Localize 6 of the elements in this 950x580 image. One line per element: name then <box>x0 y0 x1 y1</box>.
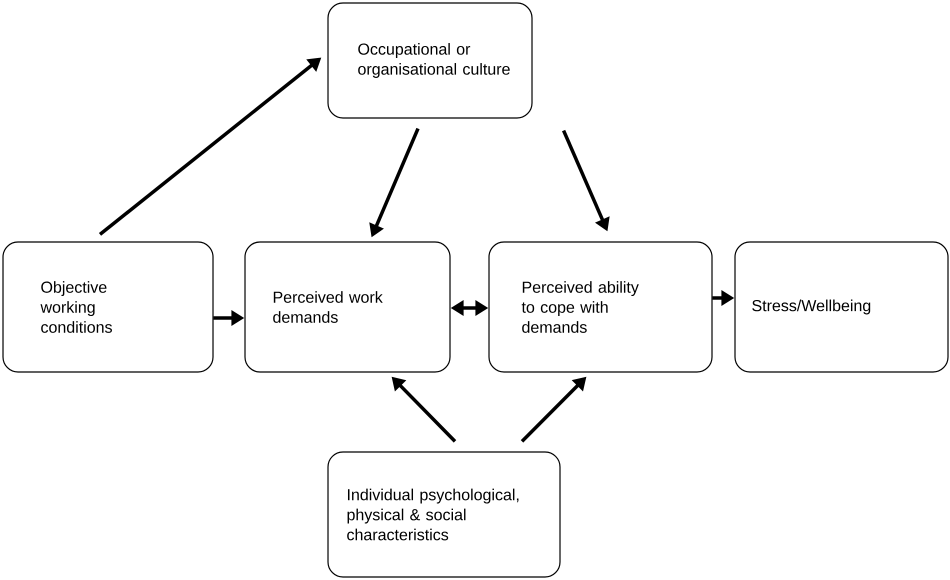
process-box: Perceived ability to cope with demands <box>488 241 713 373</box>
process-box: Perceived work demands <box>244 241 451 373</box>
process-box: Stress/Wellbeing <box>734 241 949 373</box>
process-box: Objective working conditions <box>2 241 214 373</box>
process-box: Individual psychological, physical & social characteristics <box>327 451 561 578</box>
process-box: Occupational or organisational culture <box>327 2 533 119</box>
